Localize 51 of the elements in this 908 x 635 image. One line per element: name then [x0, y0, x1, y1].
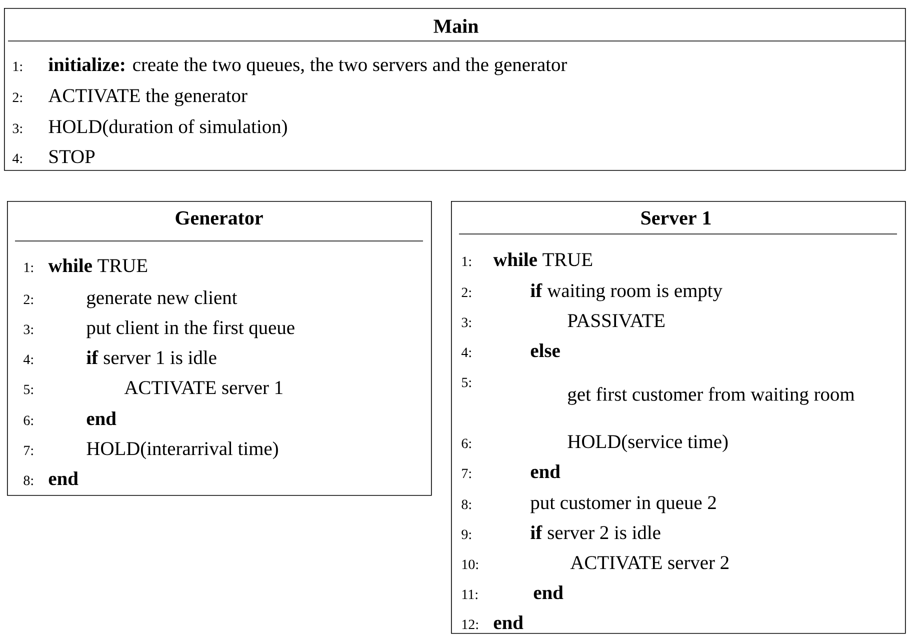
line-number: 3: — [12, 124, 22, 134]
line-number: 5: — [24, 384, 33, 394]
code-line: end — [86, 412, 116, 426]
box-title: Main — [434, 18, 478, 33]
code-line: end — [530, 464, 560, 478]
code-line: ACTIVATE the generator — [48, 88, 248, 106]
box-title: Server 1 — [641, 211, 711, 225]
box-title: Generator — [176, 211, 263, 225]
code-line: end — [494, 616, 524, 630]
line-number: 4: — [461, 348, 471, 358]
line-number: 3: — [24, 324, 33, 334]
line-number: 10: — [462, 560, 478, 570]
line-number: 7: — [462, 468, 471, 478]
line-number: 8: — [24, 476, 33, 486]
code-line: initialize: create the two queues, the two servers and the generator — [48, 58, 568, 76]
line-number: 6: — [24, 416, 33, 426]
line-number: 6: — [462, 438, 471, 448]
code-line: get first customer from waiting room — [568, 387, 854, 405]
code-line: put client in the first queue — [86, 320, 294, 338]
code-line: ACTIVATE server 2 — [570, 556, 728, 570]
line-number: 3: — [462, 318, 471, 328]
code-line: if waiting room is empty — [530, 283, 722, 302]
code-line: if server 1 is idle — [86, 350, 216, 364]
code-line: HOLD(interarrival time) — [86, 442, 278, 460]
code-line: PASSIVATE — [568, 314, 664, 328]
line-number: 5: — [462, 378, 471, 388]
line-number: 11: — [462, 590, 478, 600]
code-line: HOLD(service time) — [568, 434, 728, 452]
code-line: while TRUE — [493, 252, 592, 266]
code-line: generate new client — [87, 290, 238, 308]
line-number: 2: — [12, 92, 22, 102]
code-line: end — [534, 586, 564, 600]
code-line: else — [530, 344, 560, 358]
line-number: 1: — [24, 262, 33, 272]
code-line: while TRUE — [48, 258, 148, 272]
line-number: 4: — [12, 154, 22, 164]
code-line: ACTIVATE server 1 — [124, 381, 282, 394]
code-line: STOP — [50, 150, 95, 164]
line-number: 4: — [23, 354, 33, 364]
line-number: 2: — [462, 288, 471, 298]
line-number: 2: — [24, 294, 33, 304]
code-line: end — [48, 472, 78, 486]
line-number: 1: — [462, 256, 471, 266]
code-line: put customer in queue 2 — [530, 496, 716, 514]
code-line: if server 2 is idle — [530, 525, 660, 540]
line-number: 7: — [24, 446, 33, 456]
line-number: 8: — [462, 500, 471, 510]
line-number: 12: — [462, 620, 478, 630]
code-line: HOLD(duration of simulation) — [48, 119, 287, 138]
line-number: 1: — [13, 62, 22, 72]
line-number: 9: — [462, 530, 471, 540]
